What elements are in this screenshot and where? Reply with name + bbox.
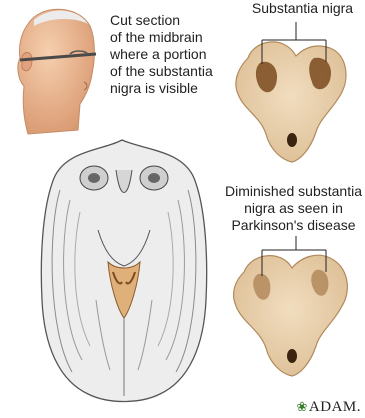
diminished-caption: Diminished substantia nigra as seen in P… — [222, 183, 365, 234]
cut-section-caption: Cut section of the midbrain where a port… — [110, 12, 228, 97]
substantia-nigra-label: Substantia nigra — [240, 0, 365, 17]
brain-cross-section — [41, 140, 206, 402]
adam-logo: ❀ADAM. — [297, 399, 362, 416]
leaf-icon: ❀ — [297, 399, 308, 414]
midbrain-section-diminished — [234, 255, 348, 376]
logo-text: ADAM. — [309, 399, 361, 415]
patient-head — [18, 9, 96, 134]
midbrain-section-normal — [236, 42, 346, 162]
